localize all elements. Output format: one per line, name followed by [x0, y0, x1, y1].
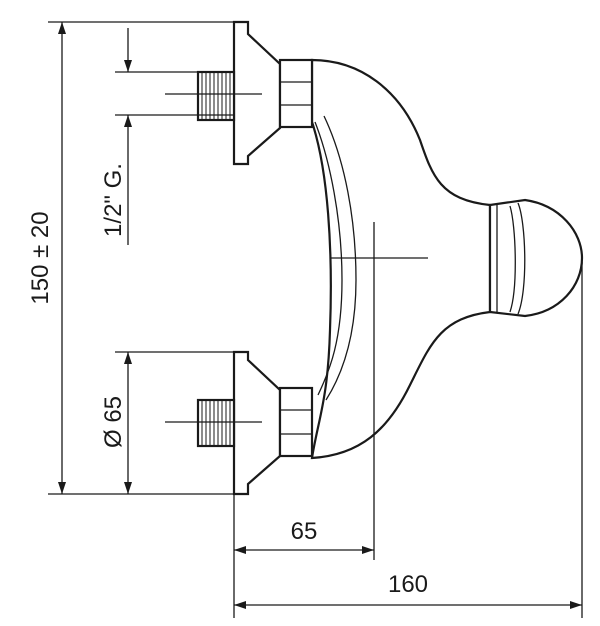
label-centre-offset: 65 — [291, 518, 318, 545]
dimension-flange-diameter: Ø 65 — [100, 351, 234, 494]
dimension-overall-height: 150 ± 20 — [27, 21, 234, 495]
mixer-handle — [488, 198, 584, 318]
thread-hatching-top — [201, 72, 231, 120]
top-connector — [165, 20, 314, 166]
label-overall-depth: 160 — [388, 571, 428, 598]
thread-hatching-bottom — [201, 400, 231, 446]
dimension-overall-depth: 160 — [234, 262, 583, 618]
dimension-centre-offset: 65 — [233, 494, 374, 618]
mixer-body — [310, 58, 492, 460]
label-flange-diameter: Ø 65 — [100, 396, 127, 448]
dimension-thread-size: 1/2" G. — [100, 28, 234, 245]
label-thread-size: 1/2" G. — [100, 163, 127, 237]
centre-axis-cross — [330, 222, 428, 560]
bottom-connector — [165, 350, 314, 496]
label-overall-height: 150 ± 20 — [27, 211, 54, 304]
